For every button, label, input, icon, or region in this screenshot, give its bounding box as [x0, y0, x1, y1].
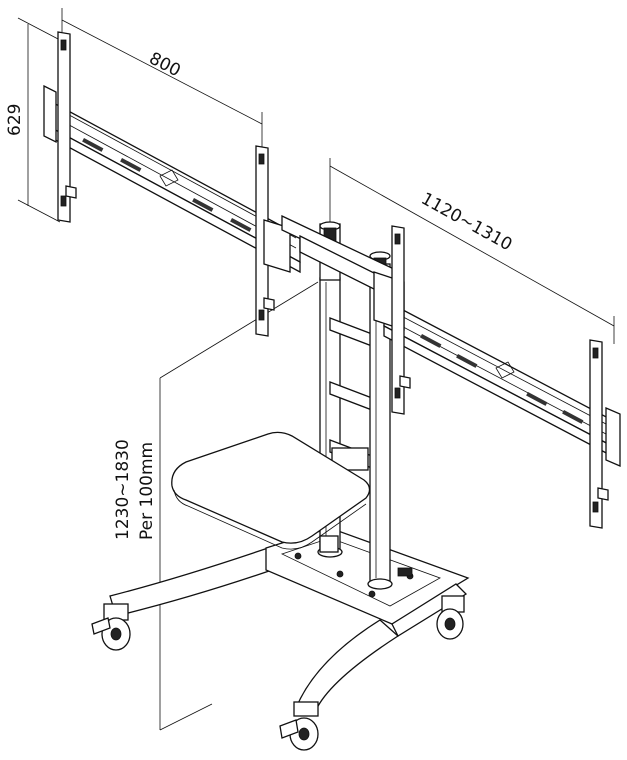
- right-mount-strip-1: [391, 225, 411, 415]
- center-crossbar: [281, 214, 405, 331]
- column-range-label: 1230~1830: [113, 439, 133, 540]
- left-mount-strip-2: [255, 145, 275, 337]
- dimension-column-height: 1230~1830 Per 100mm: [113, 281, 319, 731]
- width-label: 800: [146, 49, 184, 82]
- right-mount-strip-2: [589, 339, 609, 529]
- caster-right: [436, 595, 465, 640]
- left-bar-clamp: [263, 219, 291, 273]
- caster-front: [279, 701, 319, 751]
- column-step-label: Per 100mm: [137, 442, 157, 540]
- right-mount-bar: [383, 298, 621, 467]
- caster-left: [91, 603, 131, 651]
- left-mount-bar: [43, 84, 301, 274]
- column-brackets: [329, 317, 373, 471]
- left-mount-strip-1: [57, 31, 77, 223]
- span-label: 1120~1310: [418, 189, 516, 255]
- base-frame: [109, 527, 470, 711]
- shelf: [171, 431, 371, 553]
- dimension-629: 629: [5, 17, 61, 223]
- height-label: 629: [5, 104, 25, 136]
